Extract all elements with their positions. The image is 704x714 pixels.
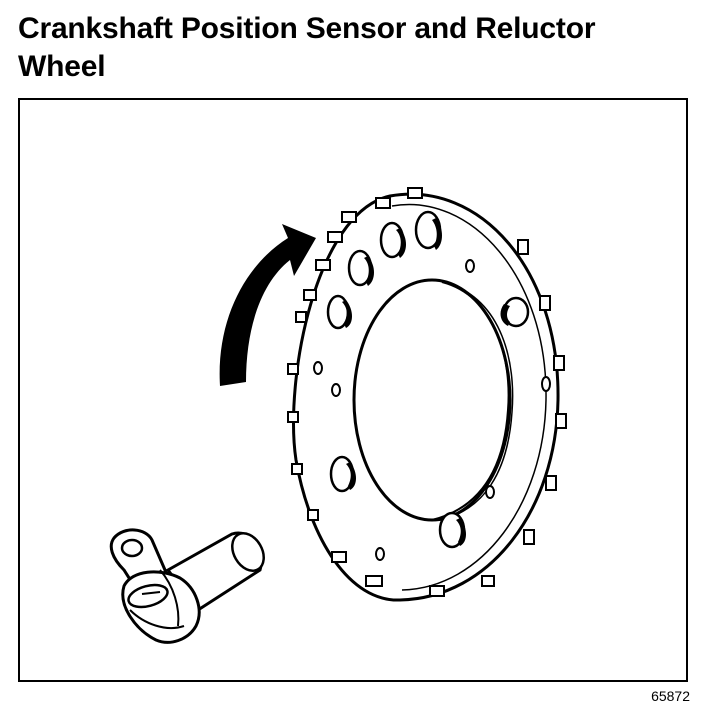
page-title: Crankshaft Position Sensor and Reluctor … xyxy=(18,12,596,83)
illustration-frame xyxy=(18,98,688,682)
figure-id: 65872 xyxy=(651,688,690,704)
crankshaft-position-sensor xyxy=(109,528,265,644)
reluctor-wheel xyxy=(287,187,567,602)
illustration-canvas xyxy=(109,187,567,644)
rotation-arrow-icon xyxy=(219,224,316,386)
